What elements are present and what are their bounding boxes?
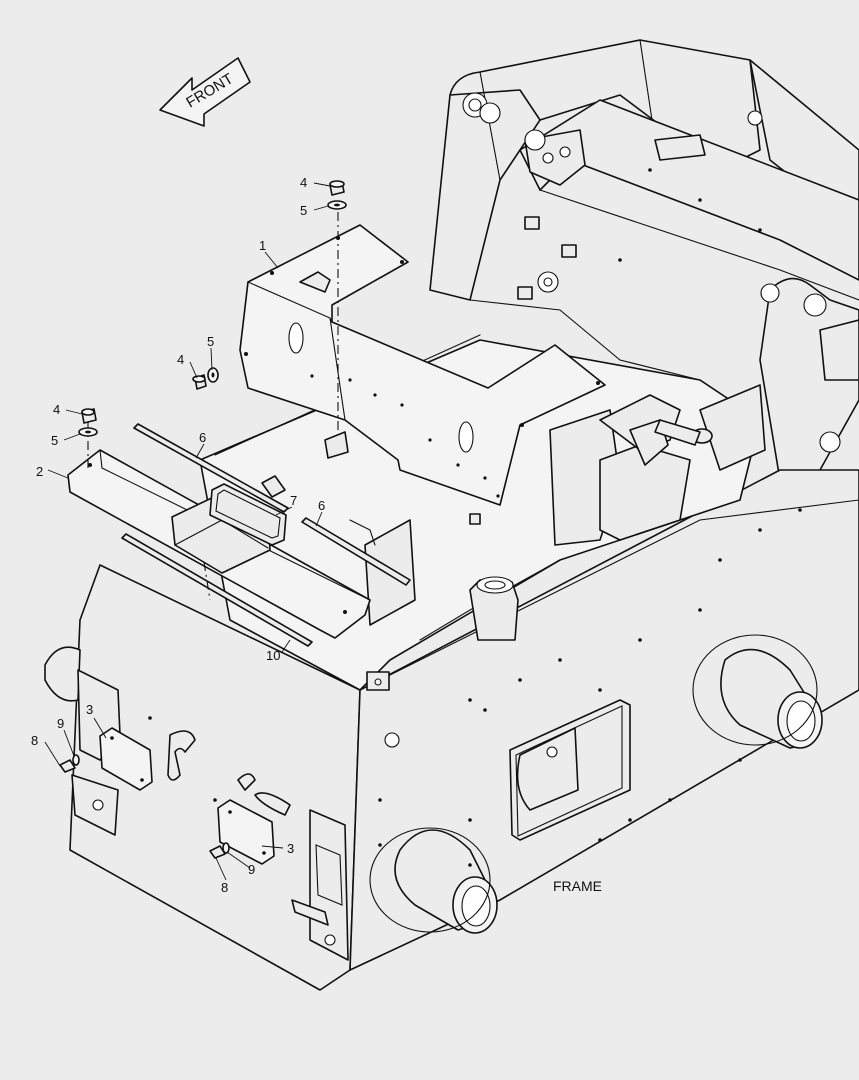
figure-caption: FRAME xyxy=(553,878,602,894)
callout-leaders xyxy=(44,182,331,881)
part-9-washer-right[interactable] xyxy=(222,842,230,854)
callout-4-top: 4 xyxy=(300,175,307,190)
callout-10: 10 xyxy=(266,648,280,663)
fastener-axis-line-3 xyxy=(203,561,211,601)
part-5-washer-side[interactable] xyxy=(207,367,219,383)
part-3-access-cover-left[interactable] xyxy=(99,727,153,791)
part-8-bolt-left[interactable] xyxy=(59,759,76,773)
callout-6-right: 6 xyxy=(318,498,325,513)
callout-8-right: 8 xyxy=(221,880,228,895)
callout-4-side: 4 xyxy=(177,352,184,367)
rivet-holes xyxy=(148,168,802,867)
callout-5-side: 5 xyxy=(207,334,214,349)
part-1-cover-plate[interactable] xyxy=(239,224,606,506)
upright-frame xyxy=(429,39,859,481)
part-10-seal-strip[interactable] xyxy=(121,533,313,647)
part-5-washer-left[interactable] xyxy=(78,427,98,437)
callout-5-left: 5 xyxy=(51,433,58,448)
part-8-bolt-right[interactable] xyxy=(209,845,226,859)
main-chassis xyxy=(44,168,859,991)
part-6-seal-strip-right[interactable] xyxy=(301,517,411,586)
callout-4-left: 4 xyxy=(53,402,60,417)
part-3-access-cover-right[interactable] xyxy=(217,799,275,865)
callout-numbers: 1 2 3 3 4 4 4 5 5 5 6 6 7 8 8 9 9 10 xyxy=(31,175,325,895)
callout-6-upper: 6 xyxy=(199,430,206,445)
callout-7: 7 xyxy=(290,493,297,508)
callout-9-left: 9 xyxy=(57,716,64,731)
part-9-washer-left[interactable] xyxy=(72,754,80,766)
callout-2: 2 xyxy=(36,464,43,479)
part-4-bolt-side[interactable] xyxy=(192,374,207,390)
part-5-washer-top[interactable] xyxy=(327,200,347,210)
callout-9-right: 9 xyxy=(248,862,255,877)
callout-3-right: 3 xyxy=(287,841,294,856)
part-4-bolt-left[interactable] xyxy=(81,408,97,424)
part-6-seal-strip-upper[interactable] xyxy=(133,423,289,513)
callout-8-left: 8 xyxy=(31,733,38,748)
front-direction-arrow: FRONT xyxy=(159,57,251,127)
callout-3-left: 3 xyxy=(86,702,93,717)
part-7-gasket[interactable] xyxy=(209,483,287,546)
callout-5-top: 5 xyxy=(300,203,307,218)
callout-1: 1 xyxy=(259,238,266,253)
part-4-bolt-top[interactable] xyxy=(329,180,345,196)
